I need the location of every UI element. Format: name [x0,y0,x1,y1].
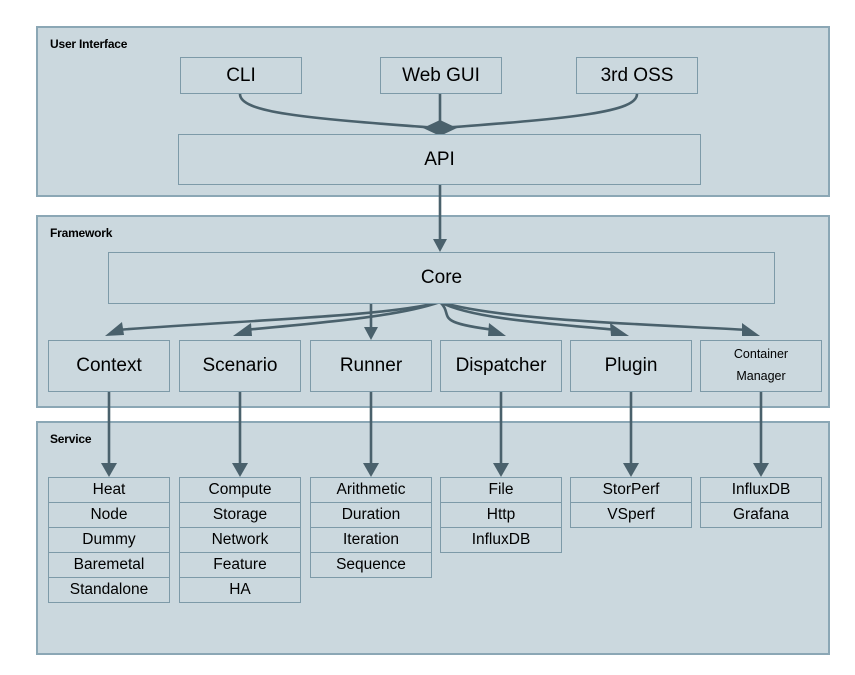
node-plugin[interactable]: Plugin [570,340,692,392]
stack-container-manager-services: InfluxDB Grafana [700,477,822,528]
list-item[interactable]: Duration [310,502,432,528]
list-item[interactable]: File [440,477,562,503]
node-cli-label: CLI [226,64,256,86]
list-item[interactable]: Http [440,502,562,528]
stack-dispatcher-services: File Http InfluxDB [440,477,562,553]
list-item[interactable]: Standalone [48,577,170,603]
stack-scenario-services: Compute Storage Network Feature HA [179,477,301,603]
list-item[interactable]: Network [179,527,301,553]
list-item[interactable]: VSperf [570,502,692,528]
list-item[interactable]: InfluxDB [440,527,562,553]
list-item[interactable]: StorPerf [570,477,692,503]
list-item[interactable]: Compute [179,477,301,503]
node-third-oss[interactable]: 3rd OSS [576,57,698,94]
node-context-label: Context [76,355,142,376]
node-cli[interactable]: CLI [180,57,302,94]
list-item[interactable]: Grafana [700,502,822,528]
panel-user-interface-label: User Interface [50,37,128,51]
node-core-label: Core [420,267,463,288]
list-item[interactable]: Iteration [310,527,432,553]
panel-framework-label: Framework [50,226,113,240]
node-api[interactable]: API [178,134,701,185]
node-third-oss-label: 3rd OSS [600,64,674,86]
node-plugin-label: Plugin [604,355,658,376]
list-item[interactable]: Arithmetic [310,477,432,503]
node-scenario-label: Scenario [202,355,278,376]
list-item[interactable]: Feature [179,552,301,578]
node-container-manager-label-line2: Manager [736,369,786,383]
stack-context-services: Heat Node Dummy Baremetal Standalone [48,477,170,603]
node-web-gui-label: Web GUI [402,64,480,86]
node-context[interactable]: Context [48,340,170,392]
node-core[interactable]: Core [108,252,775,304]
node-container-manager[interactable]: Container Manager [700,340,822,392]
panel-service-label: Service [50,432,92,446]
list-item[interactable]: Heat [48,477,170,503]
list-item[interactable]: Node [48,502,170,528]
list-item[interactable]: Dummy [48,527,170,553]
list-item[interactable]: HA [179,577,301,603]
node-runner-label: Runner [339,355,403,376]
node-dispatcher-label: Dispatcher [455,355,547,376]
node-api-label: API [424,148,455,170]
node-dispatcher[interactable]: Dispatcher [440,340,562,392]
node-container-manager-label-line1: Container [733,347,789,362]
node-scenario[interactable]: Scenario [179,340,301,392]
list-item[interactable]: Baremetal [48,552,170,578]
stack-plugin-services: StorPerf VSperf [570,477,692,528]
node-runner[interactable]: Runner [310,340,432,392]
list-item[interactable]: Storage [179,502,301,528]
node-web-gui[interactable]: Web GUI [380,57,502,94]
list-item[interactable]: InfluxDB [700,477,822,503]
stack-runner-services: Arithmetic Duration Iteration Sequence [310,477,432,578]
list-item[interactable]: Sequence [310,552,432,578]
